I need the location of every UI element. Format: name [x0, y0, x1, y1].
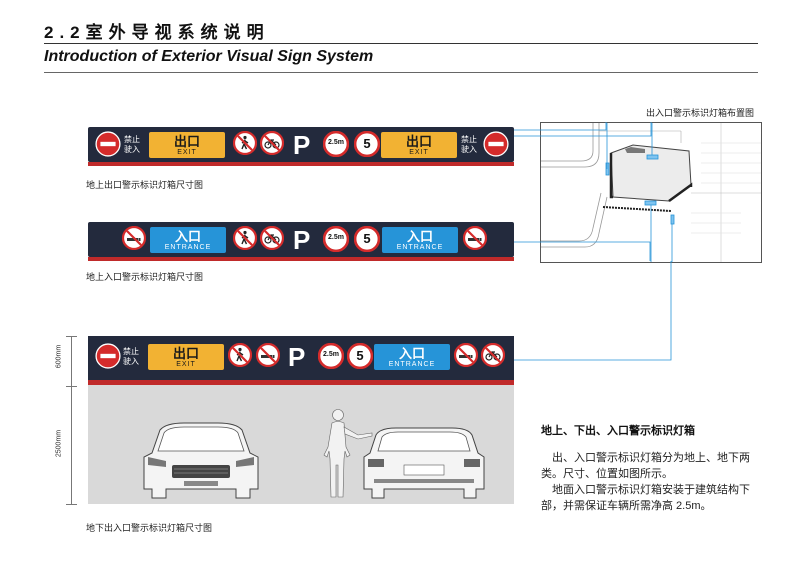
height-limit-value: 2.5m — [323, 351, 339, 358]
underground-caption: 地下出入口警示标识灯箱尺寸图 — [86, 523, 213, 533]
height-limit-sign: 2.5m — [323, 226, 349, 252]
no-bicycle-icon — [481, 343, 505, 367]
exit-label-en: EXIT — [176, 361, 196, 368]
no-pedestrian-icon — [233, 131, 257, 155]
height-limit-sign: 2.5m — [318, 343, 344, 369]
entrance-label-cn-2: 入口 — [406, 229, 433, 244]
no-entry-icon — [95, 131, 121, 157]
page-title-en: Introduction of Exterior Visual Sign Sys… — [44, 48, 374, 65]
exit-label-cn-2: 出口 — [405, 134, 432, 149]
exit-label-en: EXIT — [177, 149, 197, 156]
description-title: 地上、下出、入口警示标识灯箱 — [541, 425, 695, 437]
exit-label-cn: 出口 — [172, 346, 199, 361]
parking-symbol: P — [293, 130, 311, 160]
sign-base-line — [88, 257, 514, 261]
ground-entrance-caption: 地上入口警示标识灯箱尺寸图 — [86, 272, 204, 282]
entrance-label-cn: 入口 — [174, 229, 201, 244]
sign-base-line — [88, 162, 514, 166]
car-rear-icon — [363, 427, 485, 499]
exit-label-en-2: EXIT — [409, 149, 429, 156]
no-bicycle-icon — [260, 226, 284, 250]
no-entry-text-2: 禁止驶入 — [461, 135, 477, 154]
scene-illustration — [143, 409, 485, 499]
speed-limit-value: 5 — [363, 136, 371, 151]
no-pedestrian-icon — [228, 343, 252, 367]
ground-entrance-sign: 入口 ENTRANCE P 2.5m 5 入口 ENTRANCE — [88, 222, 514, 261]
speed-limit-sign: 5 — [347, 343, 373, 369]
clearance-height-dimension: 2500mm — [55, 429, 63, 458]
no-pedestrian-icon — [233, 226, 257, 250]
height-limit-value: 2.5m — [328, 139, 344, 146]
no-entry-text: 禁止驶入 — [124, 135, 140, 154]
ground-exit-sign: 禁止驶入 出口 EXIT P 2.5m 5 出口 EXIT 禁止驶入 — [88, 127, 514, 166]
page-title-cn: 2.2室外导视系统说明 — [44, 23, 270, 42]
speed-limit-value: 5 — [363, 231, 371, 246]
sign-base-line — [88, 380, 514, 385]
description-paragraph-1: 出、入口警示标识灯箱分为地上、地下两类。尺寸、位置如图所示。 — [541, 452, 750, 480]
exit-label: 出口 EXIT — [149, 132, 225, 158]
no-entry-icon-2 — [483, 131, 509, 157]
underground-sign: 禁止驶入 出口 EXIT P 2.5m 5 入口 ENTRANCE — [88, 339, 514, 374]
exit-label-cn: 出口 — [173, 134, 200, 149]
no-smoking-icon — [256, 343, 280, 367]
dimension-tick-top — [66, 336, 77, 337]
no-smoking-icon-2 — [454, 343, 478, 367]
no-smoking-icon — [122, 226, 146, 250]
speed-limit-sign: 5 — [354, 226, 380, 252]
title-divider-2 — [44, 72, 758, 73]
layout-map — [540, 122, 762, 263]
ground-exit-caption: 地上出口警示标识灯箱尺寸图 — [86, 180, 204, 190]
no-smoking-icon-2 — [463, 226, 487, 250]
entrance-label-cn: 入口 — [398, 346, 425, 361]
site-plan-drawing — [541, 123, 761, 262]
clearance-scene — [88, 385, 514, 504]
no-entry-icon — [95, 343, 121, 369]
description-paragraph-2: 地面入口警示标识灯箱安装于建筑结构下部，并需保证车辆所需净高 2.5m。 — [541, 484, 750, 512]
dimension-tick-bottom — [66, 504, 77, 505]
entrance-label-en: ENTRANCE — [388, 361, 436, 368]
sign-height-dimension: 600mm — [55, 344, 63, 369]
height-dimension-line — [71, 336, 72, 504]
car-front-icon — [143, 422, 259, 499]
parking-symbol: P — [288, 342, 306, 372]
layout-map-caption: 出入口警示标识灯箱布置图 — [646, 108, 755, 118]
no-entry-text: 禁止驶入 — [123, 347, 139, 366]
dimension-tick-mid — [66, 386, 77, 387]
no-bicycle-icon — [260, 131, 284, 155]
exit-label: 出口 EXIT — [148, 344, 224, 370]
height-limit-sign: 2.5m — [323, 131, 349, 157]
entrance-label-en: ENTRANCE — [164, 244, 212, 251]
entrance-label-2: 入口 ENTRANCE — [382, 227, 458, 253]
speed-limit-sign: 5 — [354, 131, 380, 157]
height-limit-value: 2.5m — [328, 234, 344, 241]
title-divider — [44, 43, 758, 44]
entrance-label: 入口 ENTRANCE — [374, 344, 450, 370]
person-figure-icon — [323, 409, 373, 498]
exit-label-2: 出口 EXIT — [381, 132, 457, 158]
speed-limit-value: 5 — [356, 348, 364, 363]
parking-symbol: P — [293, 225, 311, 255]
entrance-label: 入口 ENTRANCE — [150, 227, 226, 253]
entrance-label-en-2: ENTRANCE — [396, 244, 444, 251]
